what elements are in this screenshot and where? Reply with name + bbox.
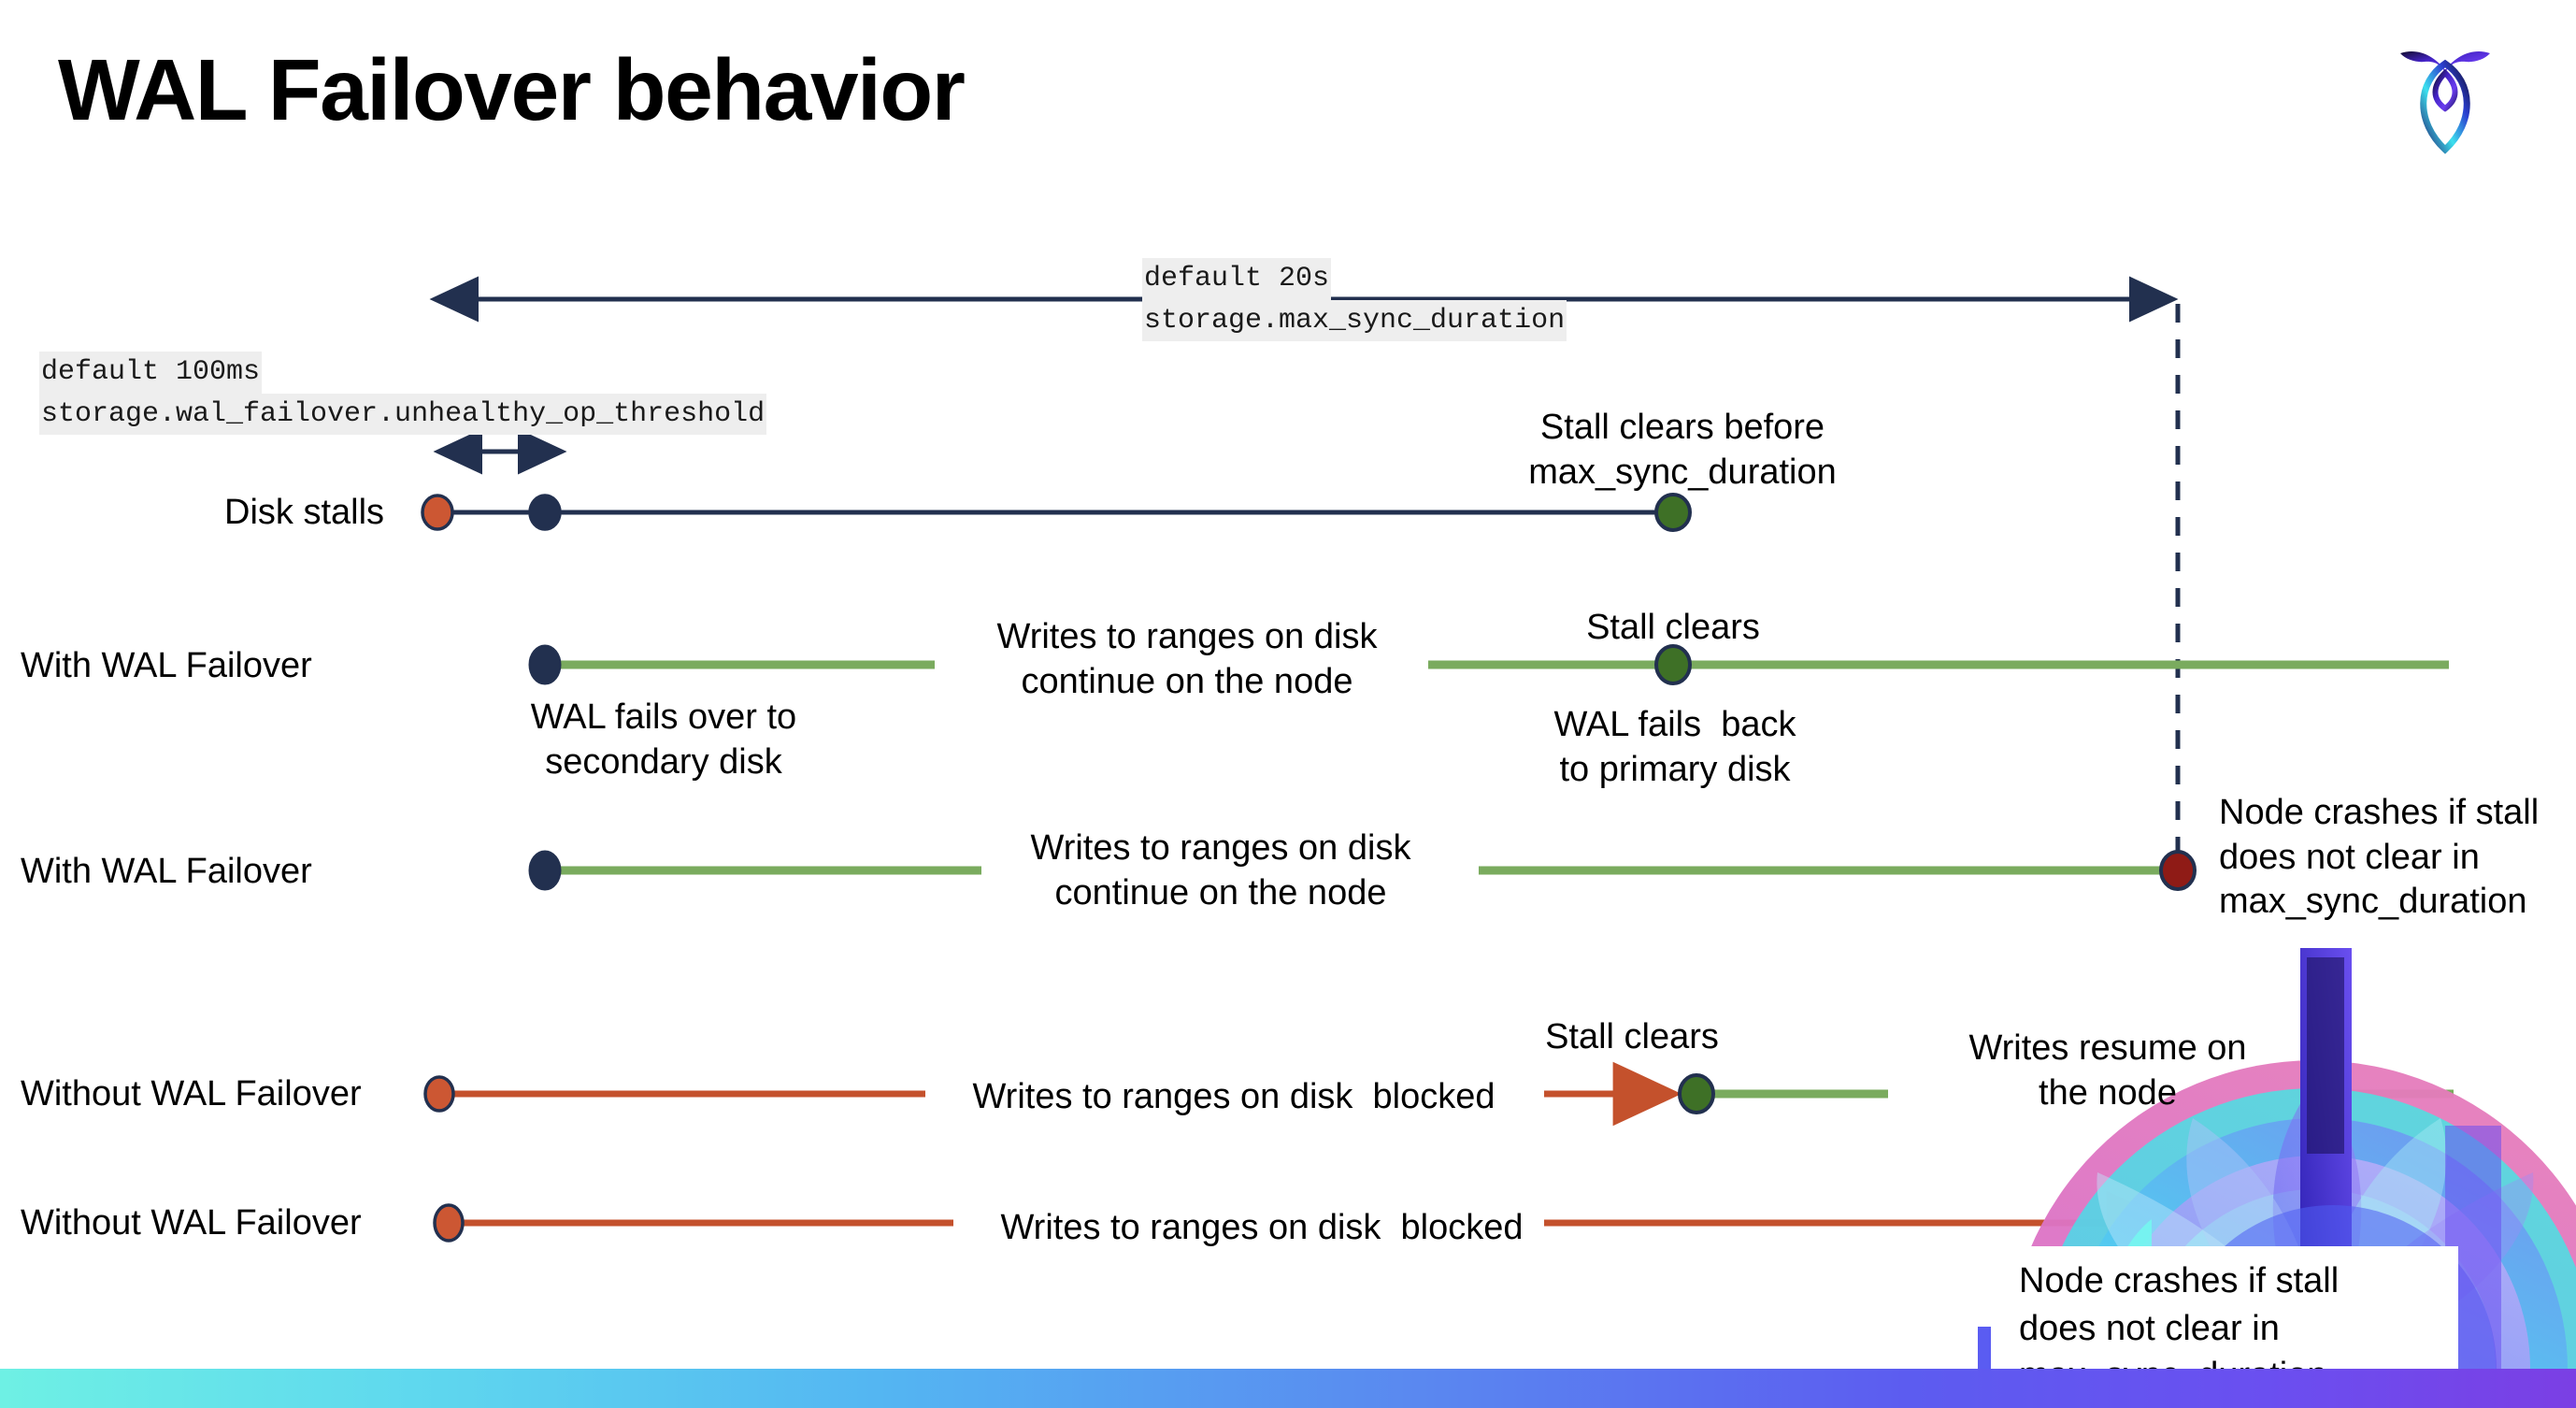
stall-clear-dot bbox=[1654, 644, 1692, 685]
note-stall-clears-row4: Stall clears bbox=[1545, 1017, 1719, 1056]
node-crash-dot bbox=[2160, 1202, 2196, 1243]
max-sync-default-text: default 20s bbox=[1142, 258, 1332, 300]
note-stall-clears-before-max-sync: Stall clears before max_sync_duration bbox=[1528, 408, 1837, 492]
bottom-gradient-bar bbox=[0, 1369, 2576, 1408]
unhealthy-op-setting-text: storage.wal_failover.unhealthy_op_thresh… bbox=[39, 393, 767, 436]
node-crash-dot bbox=[2159, 850, 2197, 891]
stall-start-dot bbox=[423, 1075, 455, 1113]
row-label-disk-stalls: Disk stalls bbox=[224, 493, 385, 532]
unhealthy-op-threshold-annotation: default 100ms storage.wal_failover.unhea… bbox=[39, 352, 767, 436]
stall-start-dot bbox=[433, 1203, 465, 1243]
page-title: WAL Failover behavior bbox=[58, 41, 966, 138]
row-label-without-wal-failover-1: Without WAL Failover bbox=[21, 1074, 362, 1113]
note-writes-continue-row2: Writes to ranges on disk continue on the… bbox=[996, 617, 1378, 701]
row-disk-stalls-track bbox=[421, 493, 1692, 532]
note-writes-blocked-row5: Writes to ranges on disk blocked bbox=[1000, 1208, 1524, 1247]
cockroachdb-logo-icon bbox=[2380, 28, 2511, 159]
row-with-wal-failover-1-track bbox=[528, 644, 2449, 685]
note-writes-blocked-row4: Writes to ranges on disk blocked bbox=[972, 1077, 1496, 1116]
note-wal-fails-back-to-primary: WAL fails back to primary disk bbox=[1553, 705, 1796, 789]
stall-clear-dot bbox=[1654, 493, 1692, 532]
failover-start-dot bbox=[528, 850, 562, 891]
row-label-without-wal-failover-2: Without WAL Failover bbox=[21, 1203, 362, 1243]
failover-trigger-dot bbox=[528, 494, 562, 531]
row-with-wal-failover-2-track bbox=[528, 850, 2197, 891]
max-sync-duration-annotation: default 20s storage.max_sync_duration bbox=[1142, 258, 1567, 342]
row-label-with-wal-failover-1: With WAL Failover bbox=[21, 646, 312, 685]
row-label-with-wal-failover-2: With WAL Failover bbox=[21, 852, 312, 891]
stall-start-dot bbox=[421, 494, 454, 531]
failover-start-dot bbox=[528, 644, 562, 685]
stall-clear-dot bbox=[1678, 1073, 1715, 1114]
unhealthy-op-default-text: default 100ms bbox=[39, 352, 263, 394]
max-sync-setting-text: storage.max_sync_duration bbox=[1142, 299, 1567, 342]
note-wal-fails-over-to-secondary: WAL fails over to secondary disk bbox=[530, 697, 797, 782]
note-writes-continue-row3: Writes to ranges on disk continue on the… bbox=[1030, 828, 1411, 912]
note-node-crashes-row3: Node crashes if stall does not clear in … bbox=[2219, 793, 2540, 921]
note-stall-clears-row2: Stall clears bbox=[1586, 608, 1760, 647]
note-writes-resume: Writes resume on the node bbox=[1968, 1028, 2247, 1113]
